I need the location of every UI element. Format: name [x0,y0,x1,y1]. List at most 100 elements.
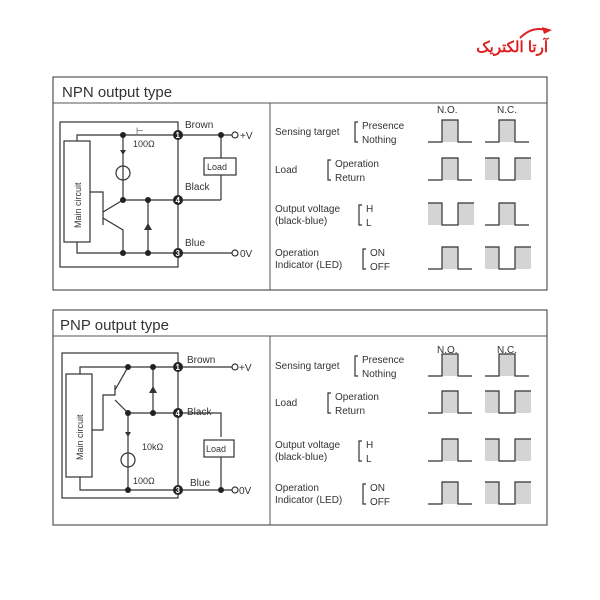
pin-3: 3 [176,249,181,258]
load-label: Load [206,444,226,454]
zener-diode-icon [144,223,152,230]
waveform-no [428,481,472,505]
row-label: Sensing target [275,361,340,372]
zener-diode-icon [149,386,157,393]
state-label: Nothing [362,369,396,380]
bracket [362,483,366,505]
panel-title: PNP output type [60,317,169,334]
column-header-no: N.O. [437,105,458,116]
main-circuit-box [65,373,93,478]
load-box [203,439,235,458]
row-label: Operation [275,483,319,494]
waveform-nc [485,390,531,414]
pin-4: 4 [176,196,181,205]
pin-1: 1 [176,131,181,140]
state-label: Operation [335,392,379,403]
column-header-no: N.O. [437,345,458,356]
state-label: ON [370,483,385,494]
state-label: L [366,454,372,465]
logo-text: آرتا الکتریک [476,37,550,56]
npn-transistor-icon [102,217,124,253]
current-source-icon [120,452,136,468]
waveform-nc [485,438,531,462]
state-label: Operation [335,159,379,170]
pin-4: 4 [176,409,181,418]
waveform-no [428,390,472,414]
bracket [327,159,331,181]
svg-text:⊢: ⊢ [136,126,144,136]
bracket [362,248,366,270]
load-label: Load [207,162,227,172]
npn-circuit: Main circuit ⊢ 100Ω Load 1 [59,120,253,268]
pnp-transistor-icon [114,399,129,414]
bracket [354,121,358,143]
waveform-no [428,353,472,377]
row-label: Load [275,165,297,176]
waveform-nc [485,157,531,181]
plus-v-label: +V [239,363,252,374]
zero-v-label: 0V [239,486,252,497]
state-label: L [366,218,372,229]
zero-v-label: 0V [240,249,253,260]
wire-brown: Brown [185,120,213,131]
npn-timing-chart: N.O.N.C.Sensing targetPresenceNothingLoa… [275,105,531,273]
bracket [358,440,362,462]
row-label: Indicator (LED) [275,260,342,271]
resistor-label: 100Ω [133,139,155,149]
state-label: Presence [362,355,405,366]
wire-brown: Brown [187,355,215,366]
state-label: Presence [362,121,405,132]
row-label: Load [275,398,297,409]
pin-3: 3 [176,486,181,495]
column-header-nc: N.C. [497,105,517,116]
pnp-circuit: Main circuit 10kΩ 100Ω Load 1 [61,352,252,499]
waveform-no [428,246,472,270]
plus-v-label: +V [240,131,253,142]
waveform-nc [485,119,529,143]
npn-panel: NPN output type Main circuit ⊢ 100Ω [52,76,548,291]
waveform-no [428,157,472,181]
panel-border [52,76,548,291]
state-label: Return [335,406,365,417]
state-label: Nothing [362,135,396,146]
timing-row: Output voltage(black-blue) HL [275,202,529,229]
bracket [327,392,331,414]
row-label: (black-blue) [275,216,327,227]
waveform-no [428,438,472,462]
waveform-no [428,202,474,226]
wire-blue: Blue [190,478,210,489]
logo: آرتا الکتریک [476,27,552,56]
row-label: (black-blue) [275,452,327,463]
timing-row: Output voltage(black-blue) HL [275,438,531,465]
pnp-panel: PNP output type Main circuit 10kΩ 100Ω [52,309,548,526]
state-label: H [366,440,373,451]
bracket [354,355,358,377]
state-label: ON [370,248,385,259]
resistor-label: 100Ω [133,476,155,486]
row-label: Indicator (LED) [275,495,342,506]
pnp-timing-chart: N.O.N.C.Sensing targetPresenceNothingLoa… [275,345,531,508]
state-label: Return [335,173,365,184]
state-label: OFF [370,262,390,273]
state-label: H [366,204,373,215]
wire-blue: Blue [185,238,205,249]
row-label: Output voltage [275,204,340,215]
panel-border [52,309,548,526]
waveform-nc [485,481,531,505]
resistor-label: 10kΩ [142,442,164,452]
row-label: Output voltage [275,440,340,451]
main-circuit-label: Main circuit [75,414,85,460]
waveform-nc [485,353,529,377]
main-circuit-label: Main circuit [73,182,83,228]
bracket [358,204,362,226]
waveform-nc [485,202,529,226]
waveform-nc [485,246,531,270]
current-source-icon [115,165,131,181]
